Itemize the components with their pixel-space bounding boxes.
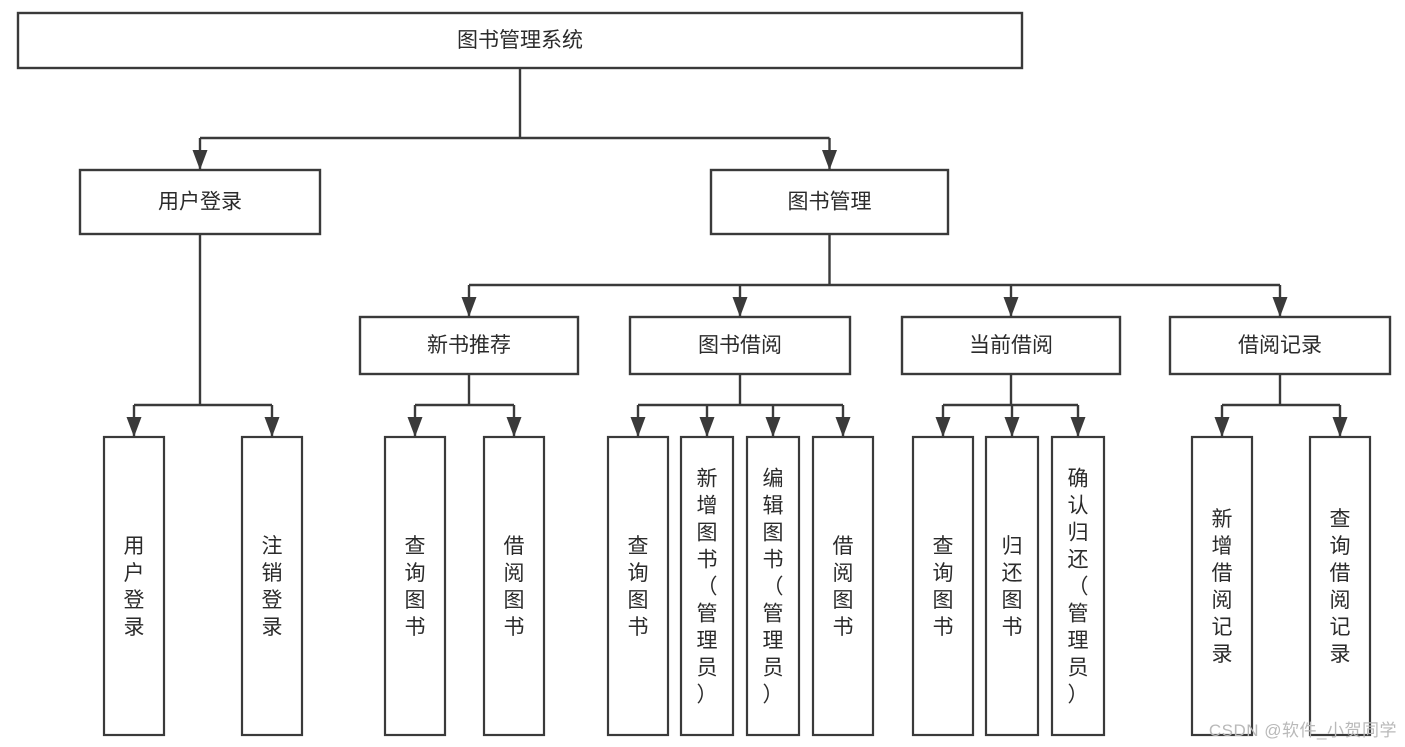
- node-rect: [745, 435, 801, 737]
- node-label: 编辑图书（管理员）: [763, 468, 784, 707]
- arrow-head-icon: [1214, 417, 1230, 437]
- node-leaf-leaf-add-book[interactable]: 新增图书（管理员）: [679, 435, 735, 737]
- arrow-head-icon: [732, 297, 748, 317]
- node-leaf-leaf-query-book-1[interactable]: 查询图书: [383, 435, 447, 737]
- node-label: 图书借阅: [698, 334, 782, 357]
- node-leaf-leaf-query-book-3[interactable]: 查询图书: [911, 435, 975, 737]
- node-rect: [606, 435, 670, 737]
- edge-group: [630, 374, 851, 437]
- node-label: 新书推荐: [427, 334, 511, 357]
- node-rect: [16, 11, 1024, 70]
- node-label: 查询借阅记录: [1330, 508, 1351, 666]
- node-label: 图书管理: [788, 191, 872, 214]
- node-rect: [102, 435, 166, 737]
- node-label: 归还图书: [1002, 535, 1023, 639]
- node-rect: [78, 168, 322, 236]
- node-leaf-leaf-edit-book[interactable]: 编辑图书（管理员）: [745, 435, 801, 737]
- node-rect: [1190, 435, 1254, 737]
- arrow-head-icon: [1070, 417, 1086, 437]
- node-leaf-leaf-confirm-return[interactable]: 确认归还（管理员）: [1050, 435, 1106, 737]
- node-label: 用户登录: [124, 535, 145, 639]
- node-level3-book-borrow[interactable]: 图书借阅: [628, 315, 852, 376]
- node-rect: [628, 315, 852, 376]
- node-label: 注销登录: [262, 535, 283, 639]
- edge-group: [935, 374, 1086, 437]
- arrow-head-icon: [192, 150, 208, 170]
- arrow-head-icon: [1332, 417, 1348, 437]
- node-label: 借阅图书: [504, 535, 525, 639]
- node-level2-book-manage[interactable]: 图书管理: [709, 168, 950, 236]
- node-leaf-leaf-query-record[interactable]: 查询借阅记录: [1308, 435, 1372, 737]
- node-rect: [984, 435, 1040, 737]
- node-leaf-leaf-borrow-book-1[interactable]: 借阅图书: [482, 435, 546, 737]
- arrow-head-icon: [630, 417, 646, 437]
- arrow-head-icon: [935, 417, 951, 437]
- node-leaf-leaf-add-record[interactable]: 新增借阅记录: [1190, 435, 1254, 737]
- node-rect: [1050, 435, 1106, 737]
- node-leaf-leaf-borrow-book-2[interactable]: 借阅图书: [811, 435, 875, 737]
- node-label: 借阅记录: [1238, 334, 1322, 357]
- node-rect: [709, 168, 950, 236]
- arrow-head-icon: [699, 417, 715, 437]
- node-rect: [383, 435, 447, 737]
- node-rect: [482, 435, 546, 737]
- node-label: 借阅图书: [833, 535, 854, 639]
- node-rect: [811, 435, 875, 737]
- edge-group: [126, 234, 280, 437]
- node-rect: [1308, 435, 1372, 737]
- edge-group: [407, 374, 522, 437]
- node-rect: [358, 315, 580, 376]
- node-rect: [900, 315, 1122, 376]
- node-label: 图书管理系统: [457, 29, 583, 52]
- arrow-head-icon: [1003, 297, 1019, 317]
- arrow-head-icon: [1272, 297, 1288, 317]
- node-label: 查询图书: [933, 535, 954, 639]
- arrow-head-icon: [835, 417, 851, 437]
- node-label: 确认归还（管理员）: [1068, 468, 1089, 707]
- node-level3-current-borrow[interactable]: 当前借阅: [900, 315, 1122, 376]
- node-level3-new-book-rec[interactable]: 新书推荐: [358, 315, 580, 376]
- node-rect: [911, 435, 975, 737]
- arrow-head-icon: [126, 417, 142, 437]
- node-layer: 图书管理系统用户登录图书管理新书推荐图书借阅当前借阅借阅记录用户登录注销登录查询…: [16, 11, 1392, 737]
- node-root-system[interactable]: 图书管理系统: [16, 11, 1024, 70]
- node-label: 新增图书（管理员）: [697, 468, 718, 707]
- arrow-head-icon: [407, 417, 423, 437]
- edge-group: [192, 68, 837, 170]
- node-label: 当前借阅: [969, 334, 1053, 357]
- connector-layer: [126, 68, 1348, 437]
- arrow-head-icon: [765, 417, 781, 437]
- node-leaf-leaf-query-book-2[interactable]: 查询图书: [606, 435, 670, 737]
- arrow-head-icon: [461, 297, 477, 317]
- node-label: 查询图书: [628, 535, 649, 639]
- arrow-head-icon: [1004, 417, 1020, 437]
- node-leaf-leaf-user-login[interactable]: 用户登录: [102, 435, 166, 737]
- arrow-head-icon: [506, 417, 522, 437]
- node-level2-user-login[interactable]: 用户登录: [78, 168, 322, 236]
- node-rect: [679, 435, 735, 737]
- node-leaf-leaf-return-book[interactable]: 归还图书: [984, 435, 1040, 737]
- node-label: 用户登录: [158, 191, 242, 214]
- node-rect: [240, 435, 304, 737]
- edge-group: [1214, 374, 1348, 437]
- node-level3-borrow-record[interactable]: 借阅记录: [1168, 315, 1392, 376]
- node-label: 新增借阅记录: [1212, 508, 1233, 666]
- node-leaf-leaf-user-logout[interactable]: 注销登录: [240, 435, 304, 737]
- node-rect: [1168, 315, 1392, 376]
- arrow-head-icon: [822, 150, 837, 170]
- node-label: 查询图书: [405, 535, 426, 639]
- arrow-head-icon: [264, 417, 280, 437]
- edge-group: [461, 234, 1288, 317]
